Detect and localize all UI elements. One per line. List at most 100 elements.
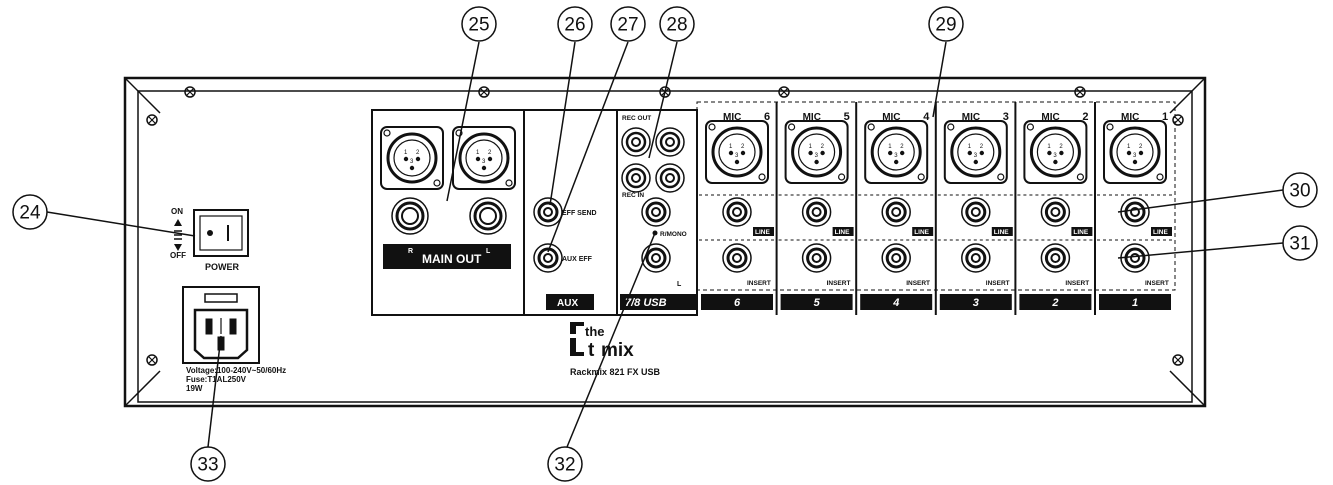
usb-bar: 7/8 USB [620,294,696,310]
main-out-jack-left [469,197,507,235]
channel-label: 4 [892,297,899,309]
callout-number: 32 [554,455,575,476]
main-out-r-label: R [408,248,413,255]
line-label: LINE [1153,229,1168,236]
line-input-jack [881,197,911,227]
main-out-label: MAIN OUT [422,252,482,266]
channel-number: 2 [1082,111,1088,123]
svg-text:3: 3 [1133,153,1137,159]
svg-text:2: 2 [900,144,904,150]
channel-label: 1 [1132,297,1138,309]
mic-label: MIC [962,112,980,123]
brand-the: the [585,324,605,339]
brand-t: t [588,340,595,361]
insert-label: INSERT [747,280,771,287]
mic-label: MIC [1121,112,1139,123]
callout-29: 29 [928,6,964,118]
callout-26: 26 [549,6,593,206]
screw-icon [1172,114,1184,126]
svg-text:3: 3 [815,153,819,159]
screw-icon [184,86,196,98]
mic-label: MIC [882,112,900,123]
callout-number: 29 [935,15,956,36]
screw-icon [146,354,158,366]
line-input-jack [961,197,991,227]
channel-number: 4 [923,111,930,123]
aux-eff-jack [533,243,563,273]
callout-33: 33 [190,335,226,482]
insert-label: INSERT [827,280,851,287]
line-label: LINE [994,229,1009,236]
rec-out-label: REC OUT [622,115,651,122]
mic-xlr-input: 1 23 [784,120,849,184]
callout-number: 33 [197,455,218,476]
callout-28: 28 [648,6,695,159]
svg-text:1: 1 [404,150,408,156]
line-label: LINE [914,229,929,236]
svg-text:2: 2 [821,144,825,150]
svg-text:1: 1 [809,144,813,150]
usb-l-label: L [677,281,682,288]
power-on-label: ON [171,207,183,216]
channel-label: 6 [734,297,741,309]
svg-text:2: 2 [416,150,420,156]
power-inlet [182,286,260,364]
insert-jack [722,243,752,273]
psu-wattage: 19W [186,384,203,393]
callout-25: 25 [446,6,497,202]
callout-32: 32 [547,232,656,482]
aux-connectors [533,197,563,273]
svg-text:3: 3 [1053,153,1057,159]
insert-label: INSERT [986,280,1010,287]
insert-jack [881,243,911,273]
line-input-jack [1040,197,1071,227]
line-input-jack [1120,197,1150,227]
insert-label: INSERT [1065,280,1089,287]
svg-text:3: 3 [482,159,486,165]
rec-in-label: REC IN [622,192,644,199]
rec-out-jack-right [655,127,685,157]
channel-label: 5 [814,297,821,309]
insert-label: INSERT [1145,280,1169,287]
main-out-l-label: L [486,248,491,255]
insert-label: INSERT [906,280,930,287]
callout-24: 24 [12,194,196,237]
screw-icon [1172,354,1184,366]
line-label: LINE [835,229,850,236]
svg-text:2: 2 [741,144,745,150]
mic-label: MIC [803,112,821,123]
callout-number: 30 [1289,181,1310,202]
mic-label: MIC [723,112,741,123]
aux-label: AUX [557,298,578,309]
screw-icon [1074,86,1086,98]
screw-icon [146,114,158,126]
channel-number: 1 [1162,111,1168,123]
aux-eff-label: AUX EFF [562,256,593,263]
channel-label: 3 [973,297,979,309]
screw-icon [778,86,790,98]
line-input-jack [801,197,832,227]
insert-jack [801,243,832,273]
screws [146,86,1184,366]
usb-label: 7/8 USB [625,297,667,309]
chassis [123,76,1207,408]
eff-send-label: EFF SEND [562,210,597,217]
main-out-bar: R MAIN OUT L [383,244,511,269]
line-label: LINE [1073,229,1088,236]
callout-number: 28 [666,15,687,36]
rec-in-jack-left [621,163,651,193]
channel-label: 2 [1051,297,1058,309]
screw-icon [478,86,490,98]
